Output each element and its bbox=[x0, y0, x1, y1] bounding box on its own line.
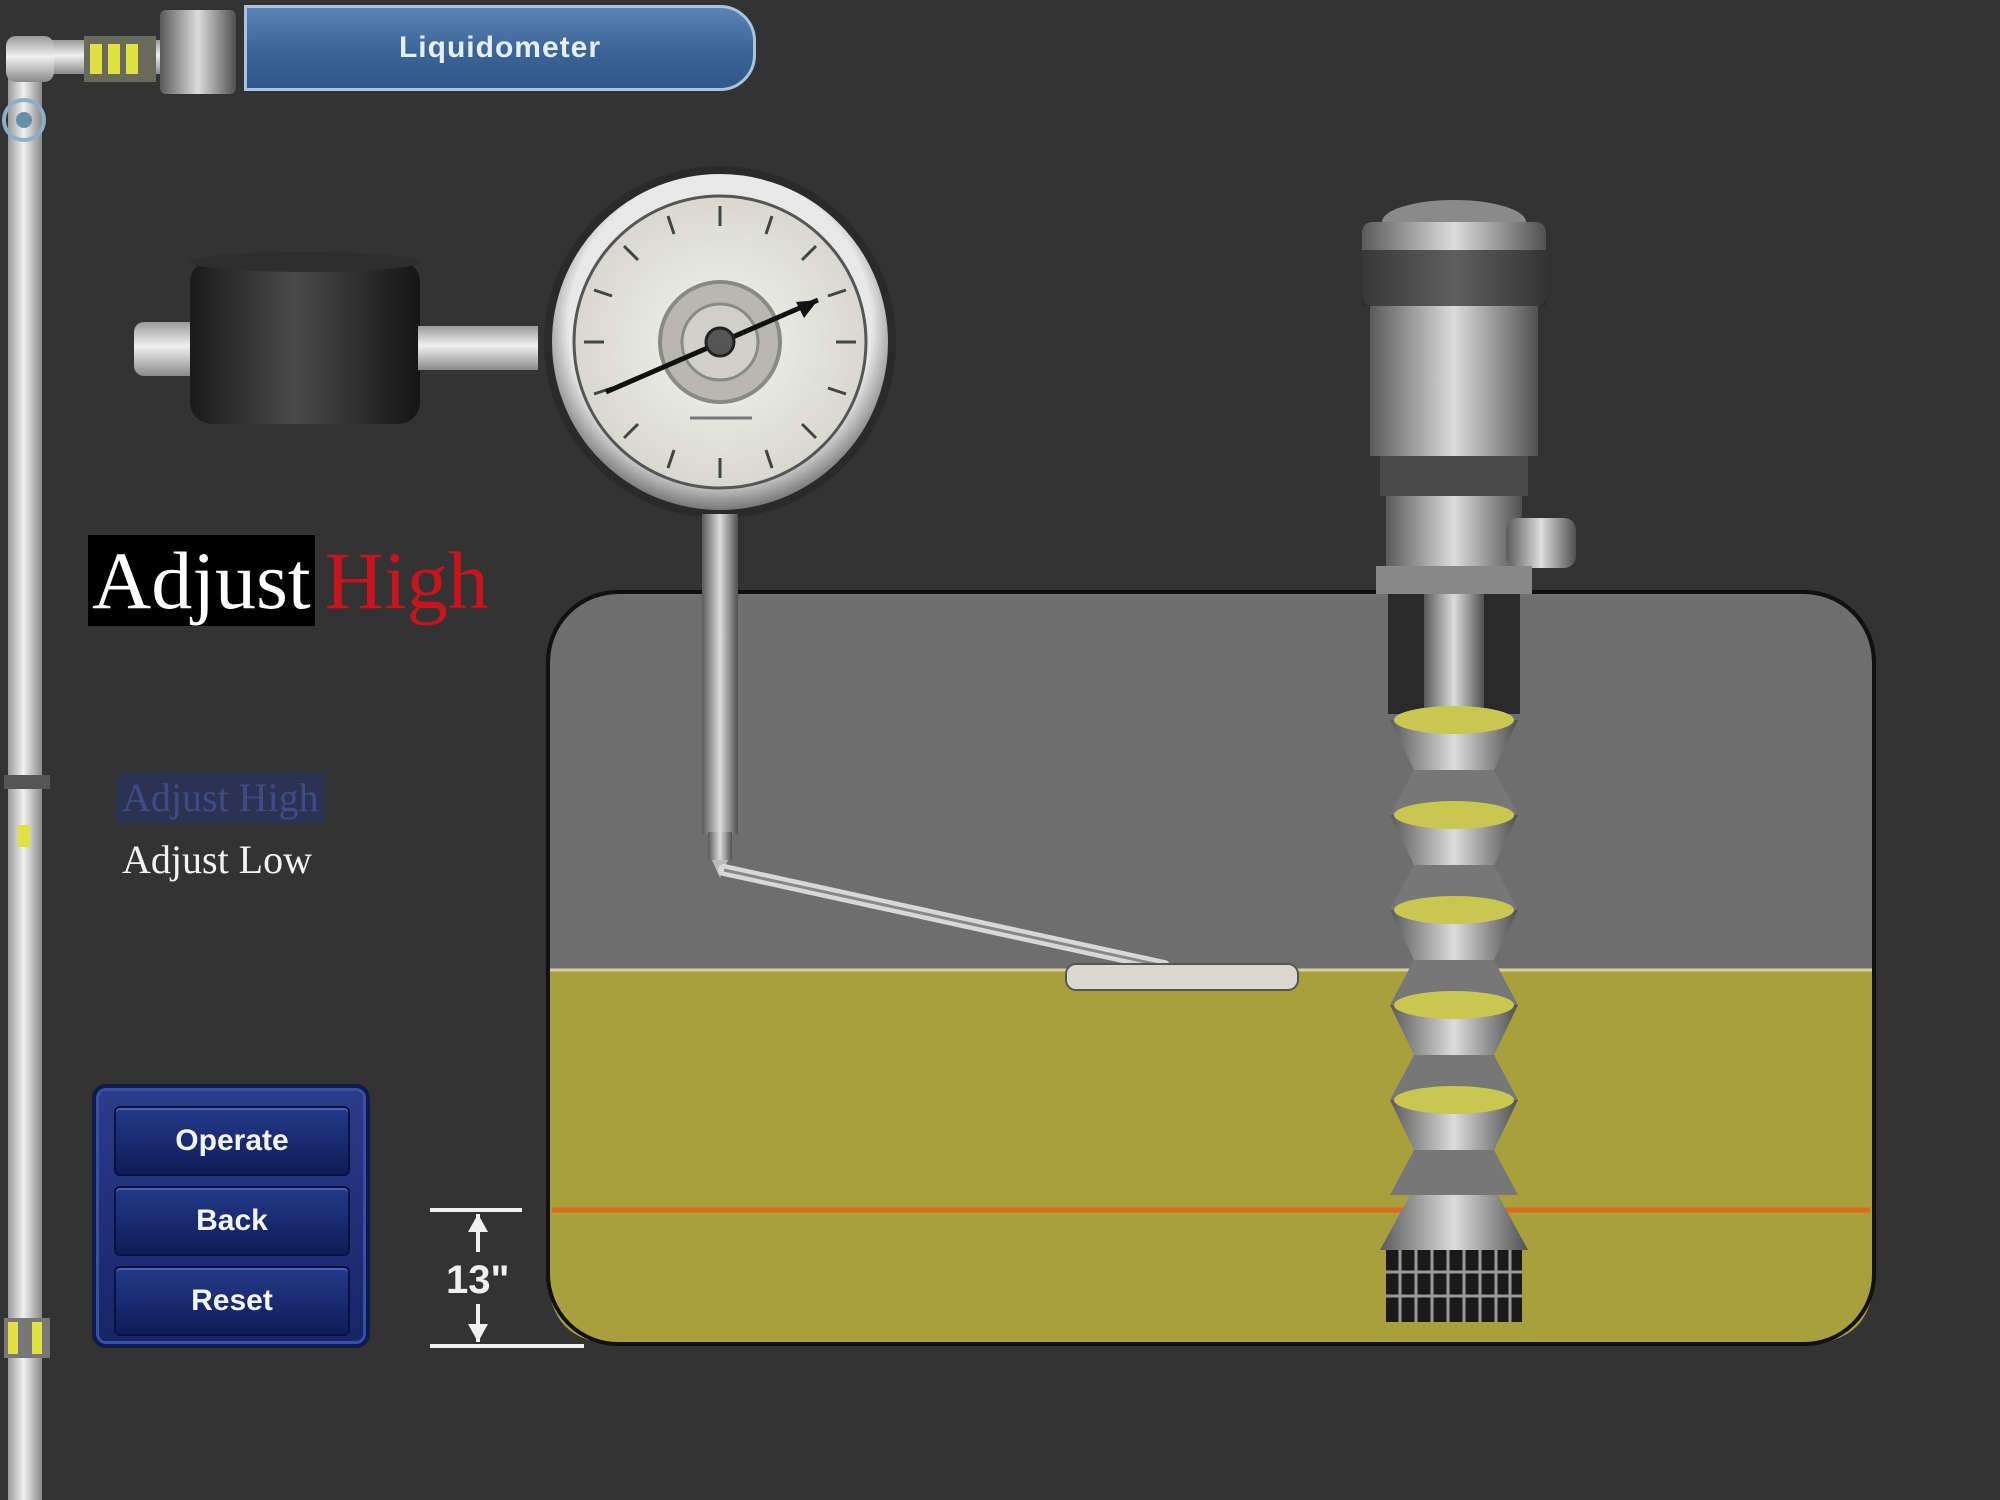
control-panel: Operate Back Reset bbox=[92, 1084, 370, 1348]
back-button[interactable]: Back bbox=[114, 1186, 350, 1256]
liquid-level bbox=[548, 970, 1874, 1344]
submersible-pump bbox=[1362, 200, 1576, 1322]
app-title-tab: Liquidometer bbox=[244, 5, 756, 91]
option-adjust-low[interactable]: Adjust Low bbox=[122, 837, 312, 882]
mode-title-word1: Adjust bbox=[88, 535, 315, 626]
dimension-label: 13" bbox=[446, 1258, 510, 1303]
dial-gauge bbox=[544, 166, 896, 878]
operate-button[interactable]: Operate bbox=[114, 1106, 350, 1176]
supply-pipe bbox=[2, 10, 236, 1500]
option-adjust-high[interactable]: Adjust High bbox=[116, 772, 325, 823]
sensor-housing bbox=[134, 252, 538, 424]
mode-title-word2: High bbox=[324, 535, 489, 626]
float-arm bbox=[718, 864, 1299, 991]
reset-button[interactable]: Reset bbox=[114, 1266, 350, 1336]
dimension-marker bbox=[430, 1208, 584, 1348]
